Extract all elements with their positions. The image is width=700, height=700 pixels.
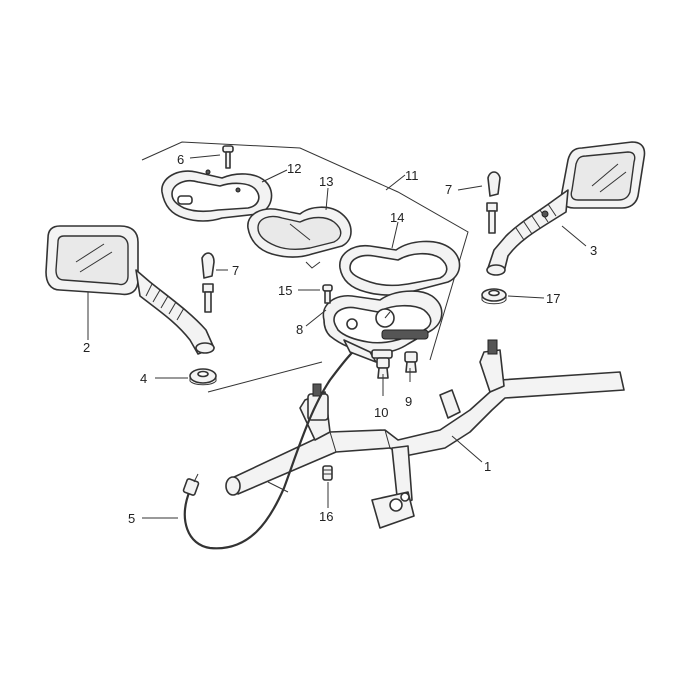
callout-5: 5 bbox=[128, 511, 135, 526]
leader-lines bbox=[87, 154, 587, 519]
callout-17: 17 bbox=[546, 291, 560, 306]
instrument-lens bbox=[247, 206, 352, 269]
callout-14: 14 bbox=[390, 210, 404, 225]
right-mirror bbox=[486, 141, 646, 276]
callout-11: 11 bbox=[405, 168, 419, 183]
instrument-gasket bbox=[339, 240, 461, 296]
screw-15 bbox=[322, 284, 333, 304]
bulb-holder-9 bbox=[404, 351, 418, 373]
callout-labels: 1 2 3 4 5 6 7 7 8 9 10 11 12 13 14 15 16… bbox=[83, 152, 597, 526]
washer-left bbox=[189, 368, 217, 386]
callout-13: 13 bbox=[319, 174, 333, 189]
screw-6 bbox=[222, 145, 234, 169]
callout-6: 6 bbox=[177, 152, 184, 167]
left-mirror bbox=[45, 225, 215, 355]
callout-10: 10 bbox=[374, 405, 388, 420]
callout-9: 9 bbox=[405, 394, 412, 409]
callout-16: 16 bbox=[319, 509, 333, 524]
callout-12: 12 bbox=[287, 161, 301, 176]
left-bolt-and-cap bbox=[201, 252, 215, 313]
bulb-holder-10 bbox=[376, 357, 390, 379]
fastener-16 bbox=[322, 465, 333, 481]
cable bbox=[182, 344, 361, 550]
right-bolt-and-cap bbox=[486, 171, 501, 234]
instrument-cover bbox=[161, 169, 273, 222]
callout-15: 15 bbox=[278, 283, 292, 298]
callout-7-right: 7 bbox=[445, 182, 452, 197]
callout-7-left: 7 bbox=[232, 263, 239, 278]
callout-2: 2 bbox=[83, 340, 90, 355]
instrument-cluster bbox=[322, 290, 443, 363]
handlebar bbox=[225, 339, 625, 529]
callout-8: 8 bbox=[296, 322, 303, 337]
callout-3: 3 bbox=[590, 243, 597, 258]
callout-4: 4 bbox=[140, 371, 147, 386]
assembly-outline bbox=[141, 141, 469, 393]
callout-1: 1 bbox=[484, 459, 491, 474]
washer-right bbox=[481, 288, 507, 305]
